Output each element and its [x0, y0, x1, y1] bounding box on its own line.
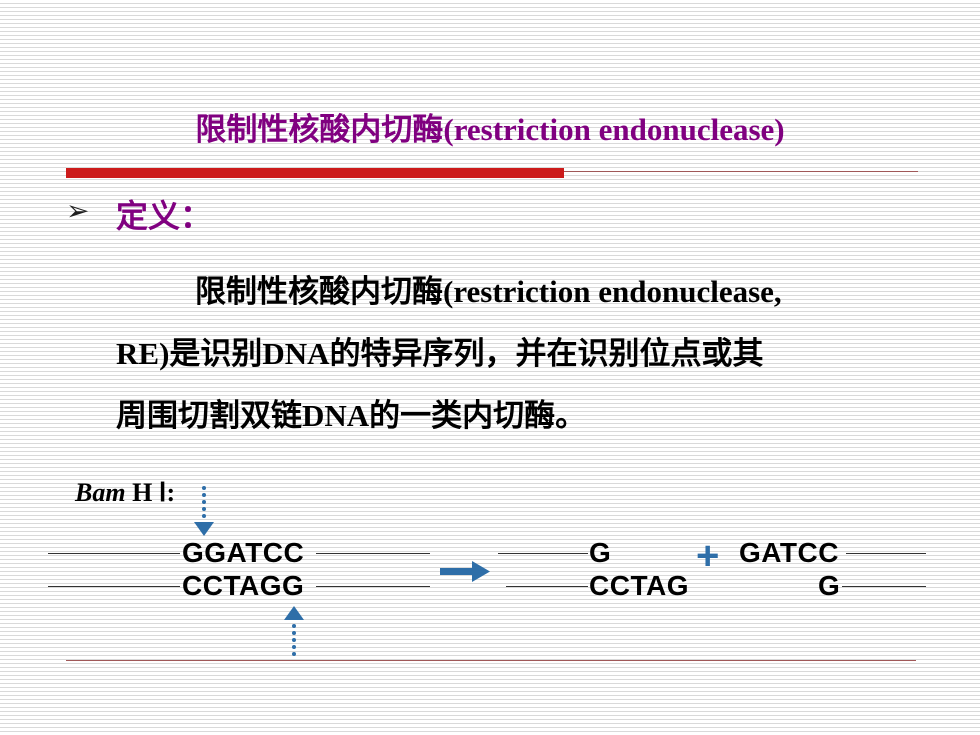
definition-line-1: 限制性核酸内切酶(restriction endonuclease,	[195, 266, 782, 311]
product-line-bottom-right	[842, 586, 926, 587]
title-underline-bar	[66, 168, 564, 178]
top-strand: GGATCC	[182, 537, 305, 568]
plus-sign: +	[696, 534, 720, 578]
strand-line-top-right	[316, 553, 430, 554]
cut-arrow-top-icon	[194, 486, 214, 536]
line2-en1: RE)	[116, 336, 170, 371]
title-underline-rule	[564, 171, 918, 172]
enzyme-rest: H Ⅰ:	[125, 478, 176, 507]
right-fragment-bottom: G	[818, 570, 841, 601]
definition-heading: 定义：	[116, 197, 213, 235]
line3-en: DNA	[302, 398, 370, 433]
left-fragment-top: G	[589, 537, 612, 568]
strand-line-bottom-right	[316, 586, 430, 587]
bullet-arrow-icon: ➢	[66, 194, 90, 227]
reaction-arrow-icon	[440, 561, 490, 582]
slide-title: 限制性核酸内切酶(restriction endonuclease)	[0, 104, 980, 149]
product-line-top-left	[498, 553, 588, 554]
line3-zh2: 的一类内切酶。	[369, 398, 587, 434]
title-zh: 限制性核酸内切酶	[195, 112, 444, 148]
strand-line-bottom-left	[48, 586, 180, 587]
product-line-bottom-left	[506, 586, 588, 587]
line3-zh1: 周围切割双链	[116, 398, 302, 434]
definition-line-2: RE)是识别DNA的特异序列，并在识别位点或其	[116, 328, 764, 373]
right-fragment-top: GATCC	[739, 537, 839, 568]
line1-zh: 限制性核酸内切酶	[195, 274, 443, 310]
line2-zh2: 的特异序列，并在识别位点或其	[329, 336, 764, 372]
title-en: (restriction endonuclease)	[443, 112, 785, 147]
enzyme-italic: Bam	[75, 478, 126, 507]
line1-en: (restriction endonuclease,	[443, 274, 782, 309]
definition-line-3: 周围切割双链DNA的一类内切酶。	[116, 390, 586, 435]
enzyme-name: Bam H Ⅰ:	[75, 478, 175, 508]
left-fragment-bottom: CCTAG	[589, 570, 689, 601]
line2-en2: DNA	[262, 336, 330, 371]
strand-line-top-left	[48, 553, 180, 554]
cut-arrow-bottom-icon	[284, 606, 304, 656]
line2-zh1: 是识别	[169, 336, 263, 372]
footer-rule	[66, 660, 916, 661]
bottom-strand: CCTAGG	[182, 570, 305, 601]
product-line-top-right	[846, 553, 926, 554]
